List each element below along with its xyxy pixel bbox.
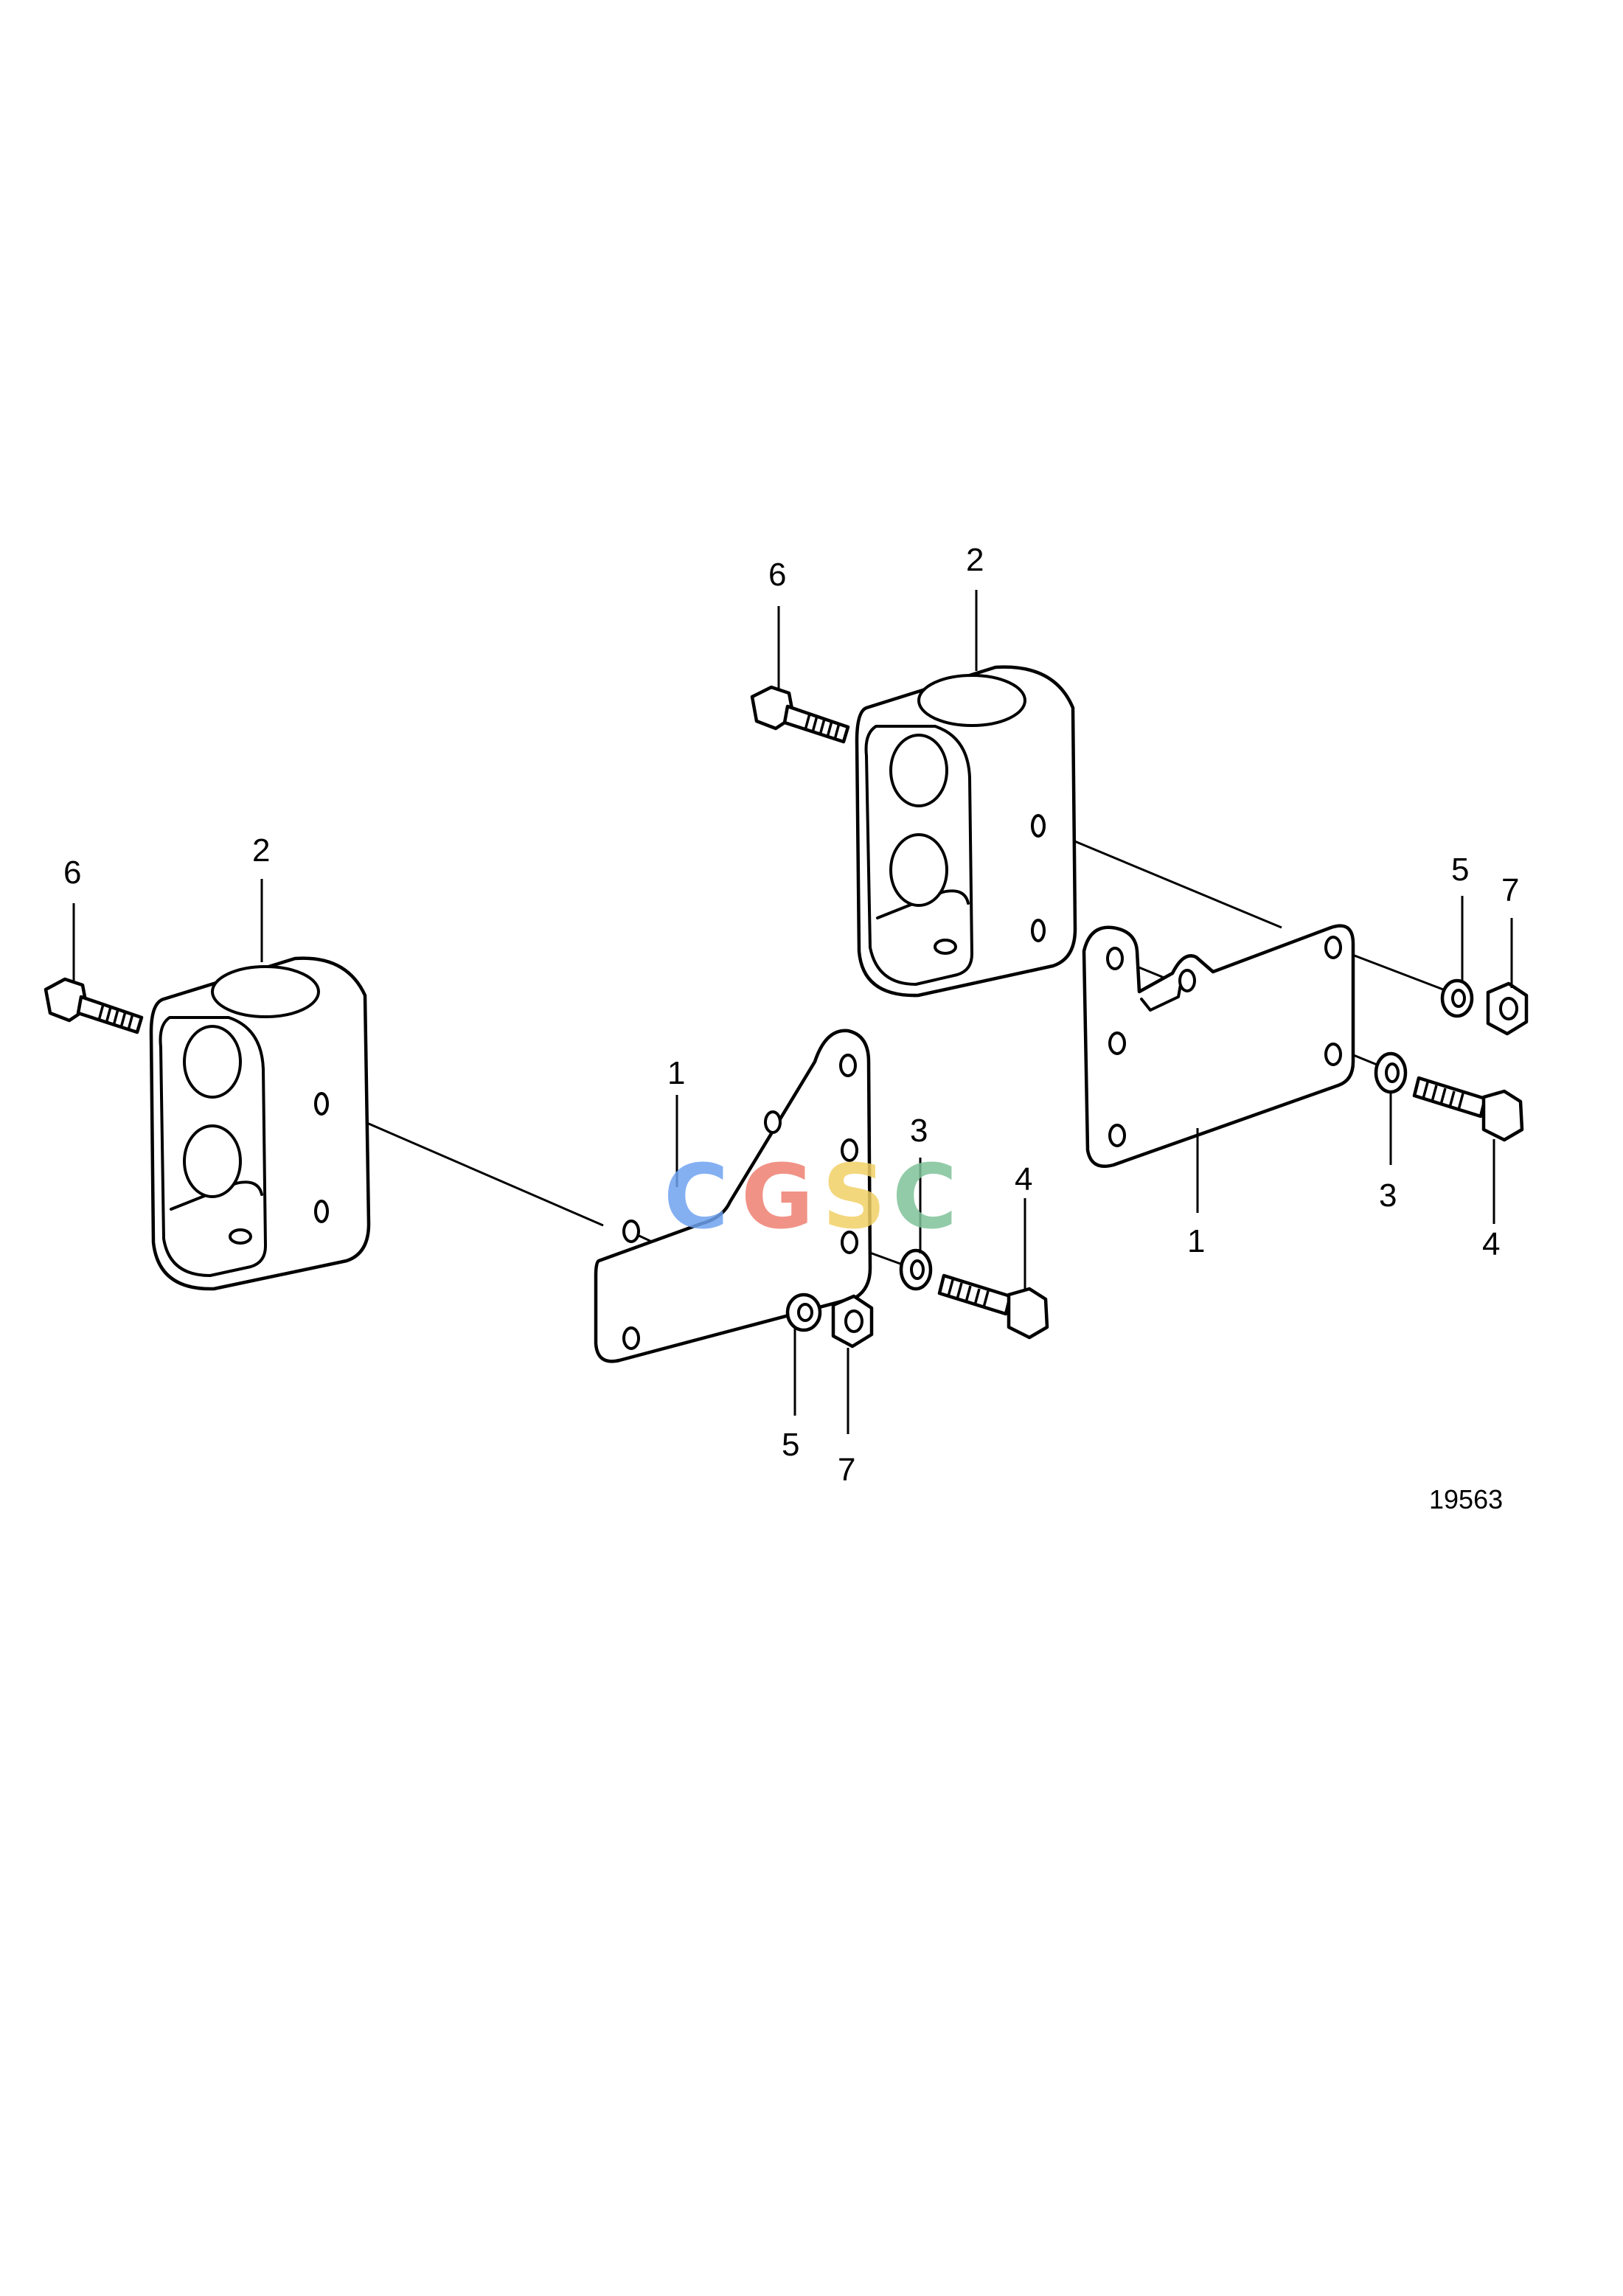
alignment-line [1040,826,1282,929]
hex-bolt [937,1273,1049,1340]
callout-label: 4 [1015,1161,1032,1197]
hex-bolt [44,977,144,1034]
washer [785,1293,822,1332]
watermark: C G S C [664,1147,957,1249]
alignment-line [324,1103,604,1227]
bracket-block [149,956,371,1291]
washer [1440,978,1474,1018]
watermark-letter: C [664,1147,729,1249]
callout-label: 7 [1501,872,1519,908]
washer [1374,1051,1408,1094]
mounting-plate [1082,924,1355,1168]
hex-nut [831,1294,874,1349]
bracket-block [855,665,1077,998]
callout-label: 3 [1379,1177,1397,1214]
callout-label: 2 [252,832,270,869]
callout-label: 1 [1187,1223,1205,1259]
left-assembly: 6 2 1 3 4 5 7 [44,832,1049,1488]
watermark-letter: C [892,1147,957,1249]
right-assembly: 6 2 5 7 3 4 1 [750,542,1529,1262]
callout-label: 6 [768,557,786,593]
hex-nut [1486,981,1529,1036]
washer [899,1248,933,1291]
callout-label: 3 [910,1113,928,1149]
drawing-number: 19563 [1429,1484,1503,1514]
callout-label: 2 [966,542,984,578]
hex-bolt [1412,1076,1524,1142]
mounting-plate [594,1029,872,1363]
watermark-letter: S [822,1147,886,1249]
callout-label: 4 [1482,1226,1500,1262]
hex-bolt [750,685,850,744]
callout-label: 1 [667,1055,685,1091]
callout-label: 7 [838,1452,855,1488]
callout-label: 5 [1451,852,1469,888]
watermark-letter: G [741,1147,814,1249]
callout-label: 6 [63,855,81,891]
callout-label: 5 [782,1427,799,1463]
